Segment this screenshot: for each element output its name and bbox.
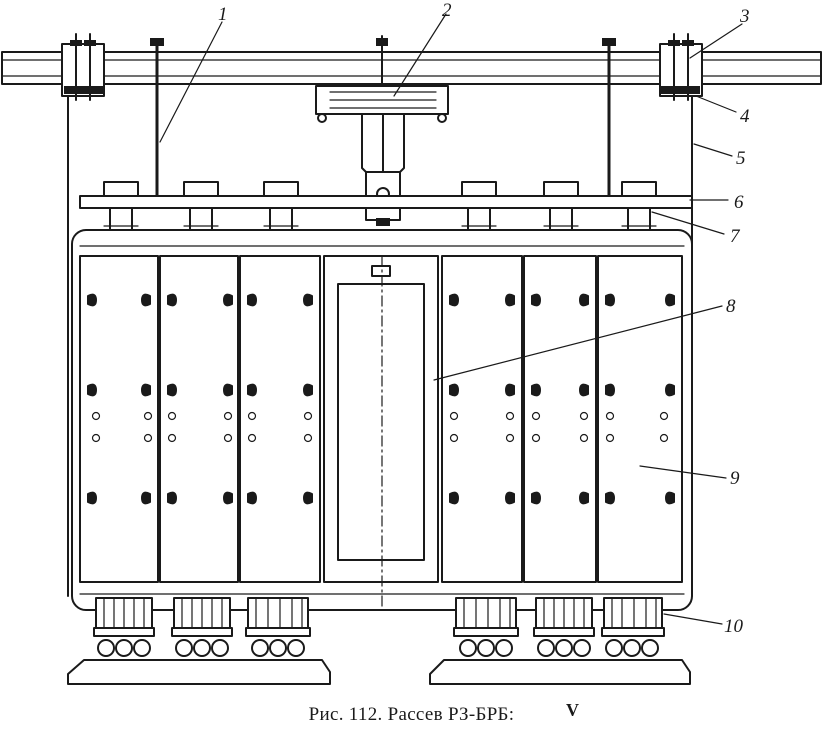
- callout-9: 9: [730, 468, 740, 489]
- figure-caption: Рис. 112. Рассев РЗ-БРБ:: [308, 704, 515, 725]
- leader-lines: [159, 13, 743, 625]
- base-plates: [67, 659, 691, 685]
- callout-6: 6: [734, 192, 744, 213]
- outlet-2: [171, 597, 233, 657]
- callout-5: 5: [736, 148, 746, 169]
- outlet-4: [453, 597, 519, 657]
- callout-1: 1: [218, 4, 228, 25]
- door-latches: [87, 293, 675, 505]
- outlet-3: [245, 597, 311, 657]
- central-frame: [323, 255, 439, 611]
- door-1: [79, 255, 159, 583]
- callout-10: 10: [724, 616, 744, 637]
- outlet-5: [533, 597, 595, 657]
- beam-clamp-left: [61, 33, 105, 101]
- callout-7: 7: [730, 226, 741, 247]
- drive-suspension: [315, 35, 449, 226]
- callout-3: 3: [739, 6, 750, 27]
- outlet-6: [601, 597, 665, 657]
- callout-8: 8: [726, 296, 736, 317]
- callout-labels: 1 2 3 4 5 6 7 8 9 10: [218, 0, 750, 637]
- bottom-outlets: [93, 597, 665, 657]
- outlet-1: [93, 597, 155, 657]
- beam-clamp-right: [659, 33, 703, 101]
- callout-4: 4: [740, 106, 750, 127]
- hanger-rods: [150, 38, 616, 200]
- callout-2: 2: [442, 0, 452, 21]
- top-cross-plate: [79, 195, 693, 209]
- caption-mark: V: [566, 700, 579, 720]
- door-holes: [91, 411, 669, 443]
